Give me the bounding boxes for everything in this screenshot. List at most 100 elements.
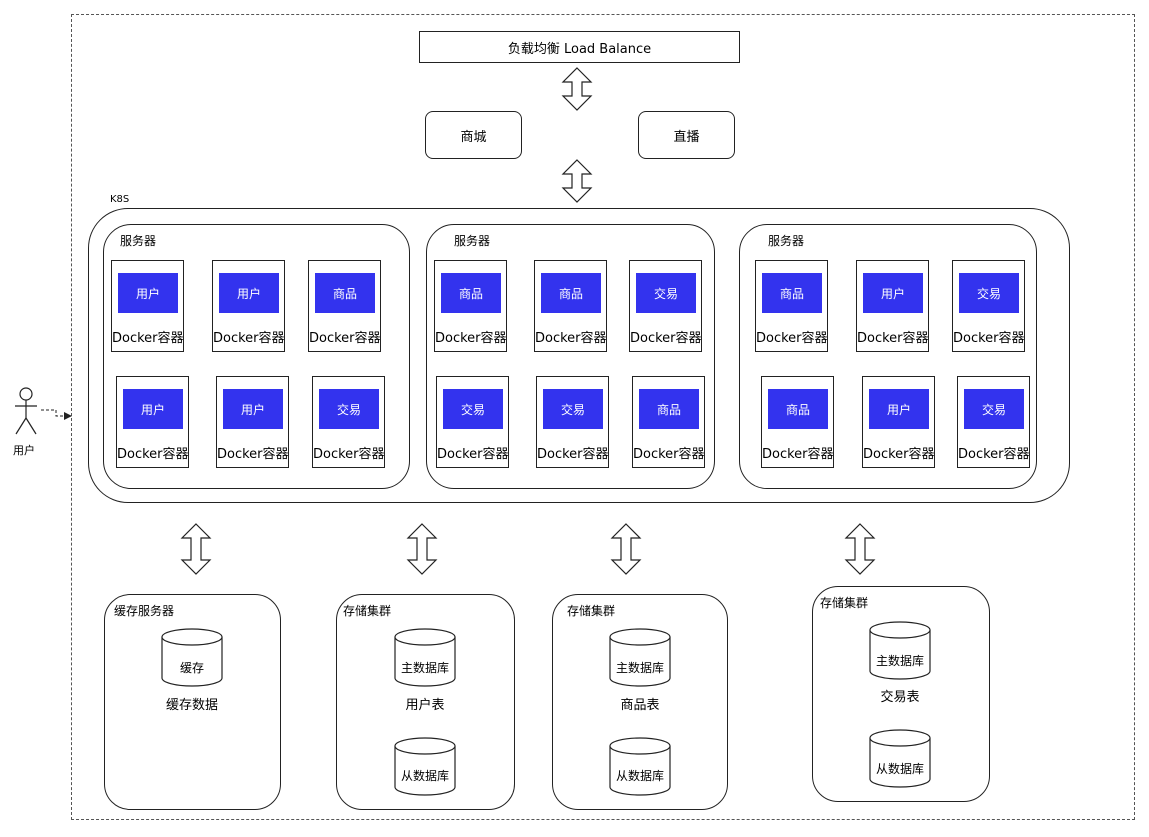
docker-container: 商品 Docker容器 [632,376,705,468]
container-label: Docker容器 [857,331,929,346]
gateway-live: 直播 [638,111,735,159]
storage-cluster-product-title: 存储集群 [567,604,616,618]
service-tag: 用户 [863,273,923,313]
user-actor-icon [15,387,37,435]
container-label: Docker容器 [630,331,702,346]
user-label: 用户 [13,444,35,457]
container-label: Docker容器 [112,331,184,346]
container-label: Docker容器 [117,447,189,462]
service-tag: 用户 [223,389,283,429]
database-cylinder-icon [161,637,223,687]
docker-container: 交易 Docker容器 [436,376,509,468]
database-cylinder-icon [869,738,931,788]
db-label-slave: 从数据库 [875,762,924,776]
table-label-trade: 交易表 [880,690,920,705]
docker-container: 用户 Docker容器 [856,260,929,352]
storage-cluster-user-title: 存储集群 [343,604,392,618]
storage-cluster-trade-title: 存储集群 [820,596,869,610]
docker-container: 商品 Docker容器 [534,260,607,352]
docker-container: 商品 Docker容器 [434,260,507,352]
database-cylinder-icon [609,637,671,687]
docker-container: 用户 Docker容器 [216,376,289,468]
db-label-master: 主数据库 [615,661,664,675]
server-1-title: 服务器 [120,234,157,248]
db-label-slave: 从数据库 [400,769,449,783]
server-3-title: 服务器 [768,234,805,248]
service-tag: 商品 [768,389,828,429]
container-label: Docker容器 [633,447,705,462]
db-label-master: 主数据库 [875,654,924,668]
service-tag: 商品 [639,389,699,429]
service-tag: 用户 [123,389,183,429]
service-tag: 商品 [762,273,822,313]
double-arrow-icon [561,67,593,111]
db-label-master: 主数据库 [400,661,449,675]
container-label: Docker容器 [435,331,507,346]
double-arrow-icon [561,159,593,203]
container-label: Docker容器 [309,331,381,346]
database-cylinder-top [394,628,456,646]
double-arrow-icon [844,523,876,575]
server-2-title: 服务器 [454,234,491,248]
system-boundary [71,14,1135,820]
table-label-product: 商品表 [620,698,660,713]
database-cylinder-top [609,628,671,646]
container-label: Docker容器 [537,447,609,462]
container-label: Docker容器 [535,331,607,346]
docker-container: 用户 Docker容器 [212,260,285,352]
container-label: Docker容器 [213,331,285,346]
database-cylinder-icon [869,630,931,680]
docker-container: 商品 Docker容器 [308,260,381,352]
double-arrow-icon [406,523,438,575]
docker-container: 用户 Docker容器 [116,376,189,468]
container-label: Docker容器 [313,447,385,462]
gateway-mall: 商城 [425,111,522,159]
gateway-mall-label: 商城 [460,129,487,145]
service-tag: 交易 [964,389,1024,429]
service-tag: 交易 [319,389,379,429]
service-tag: 商品 [441,273,501,313]
container-label: Docker容器 [217,447,289,462]
service-tag: 交易 [543,389,603,429]
double-arrow-icon [180,523,212,575]
db-label-cache: 缓存 [179,661,204,675]
container-label: Docker容器 [756,331,828,346]
service-tag: 交易 [959,273,1019,313]
service-tag: 交易 [443,389,503,429]
table-label-user: 用户表 [405,698,445,713]
user-link-arrow-icon [41,409,72,420]
database-cylinder-icon [609,746,671,796]
service-tag: 交易 [636,273,696,313]
database-cylinder-top [161,628,223,646]
container-label: Docker容器 [863,447,935,462]
service-tag: 用户 [219,273,279,313]
service-tag: 用户 [869,389,929,429]
service-tag: 用户 [118,273,178,313]
container-label: Docker容器 [762,447,834,462]
db-label-slave: 从数据库 [615,769,664,783]
docker-container: 用户 Docker容器 [862,376,935,468]
container-label: Docker容器 [958,447,1030,462]
docker-container: 交易 Docker容器 [536,376,609,468]
cache-server-title: 缓存服务器 [114,604,175,618]
container-label: Docker容器 [953,331,1025,346]
load-balancer-label: 负载均衡 Load Balance [507,41,652,57]
service-tag: 商品 [541,273,601,313]
k8s-label: K8S [110,194,130,205]
docker-container: 用户 Docker容器 [111,260,184,352]
database-cylinder-top [609,737,671,755]
database-cylinder-top [869,729,931,747]
docker-container: 交易 Docker容器 [952,260,1025,352]
table-label-cache: 缓存数据 [165,698,218,713]
docker-container: 交易 Docker容器 [957,376,1030,468]
load-balancer-box: 负载均衡 Load Balance [419,31,740,63]
double-arrow-icon [610,523,642,575]
docker-container: 交易 Docker容器 [312,376,385,468]
database-cylinder-top [869,621,931,639]
docker-container: 交易 Docker容器 [629,260,702,352]
service-tag: 商品 [315,273,375,313]
database-cylinder-icon [394,637,456,687]
docker-container: 商品 Docker容器 [755,260,828,352]
container-label: Docker容器 [437,447,509,462]
